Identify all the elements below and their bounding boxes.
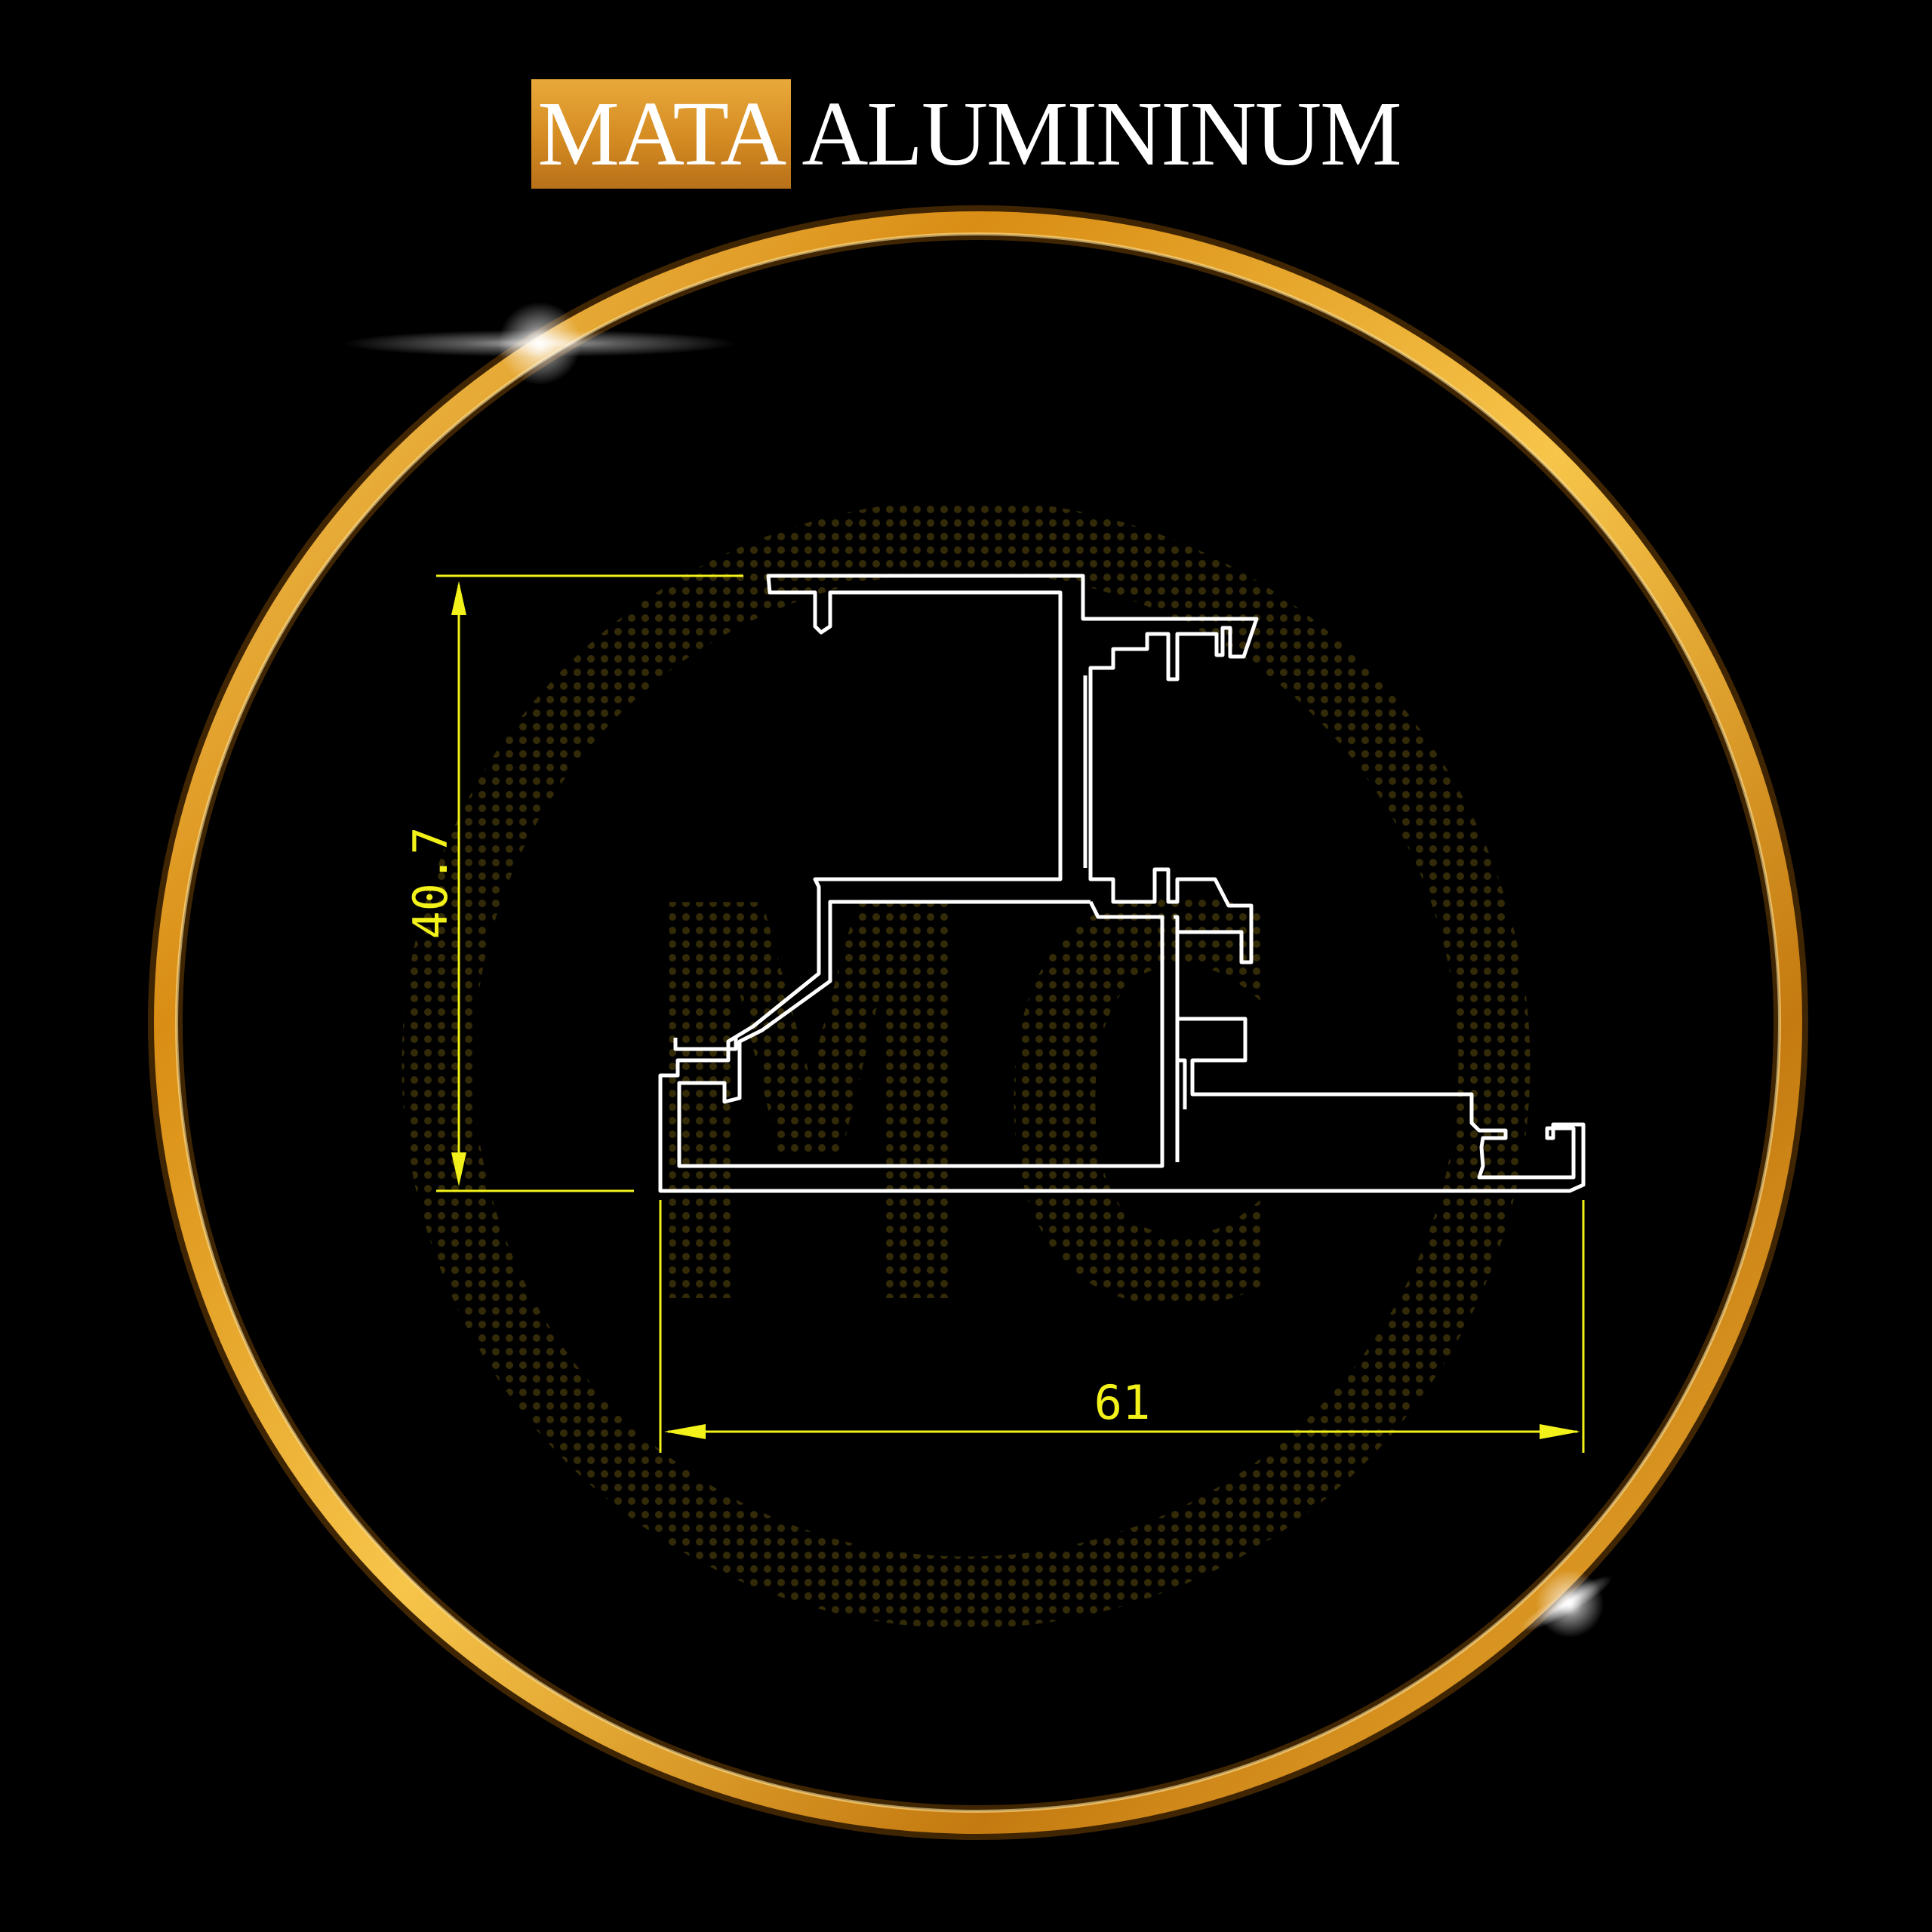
brand-highlight: MATA (537, 82, 786, 185)
height-dimension (436, 574, 743, 1192)
brand-highlight-box: MATA (531, 79, 792, 189)
width-dimension (659, 1200, 1585, 1453)
gold-ring (148, 205, 1808, 1840)
width-label: 61 (1094, 1375, 1151, 1430)
height-label: 40.7 (403, 826, 458, 939)
watermark-logo: MC (401, 500, 1531, 1629)
brand-title: MATA ALUMININUM (0, 79, 1932, 189)
aluminium-profile (658, 574, 1586, 1193)
watermark-letters: MC (647, 794, 1301, 1426)
sparkle-bottom-right (1519, 1570, 1613, 1638)
brand-rest: ALUMININUM (801, 82, 1401, 185)
sparkle-top-left (343, 302, 736, 385)
